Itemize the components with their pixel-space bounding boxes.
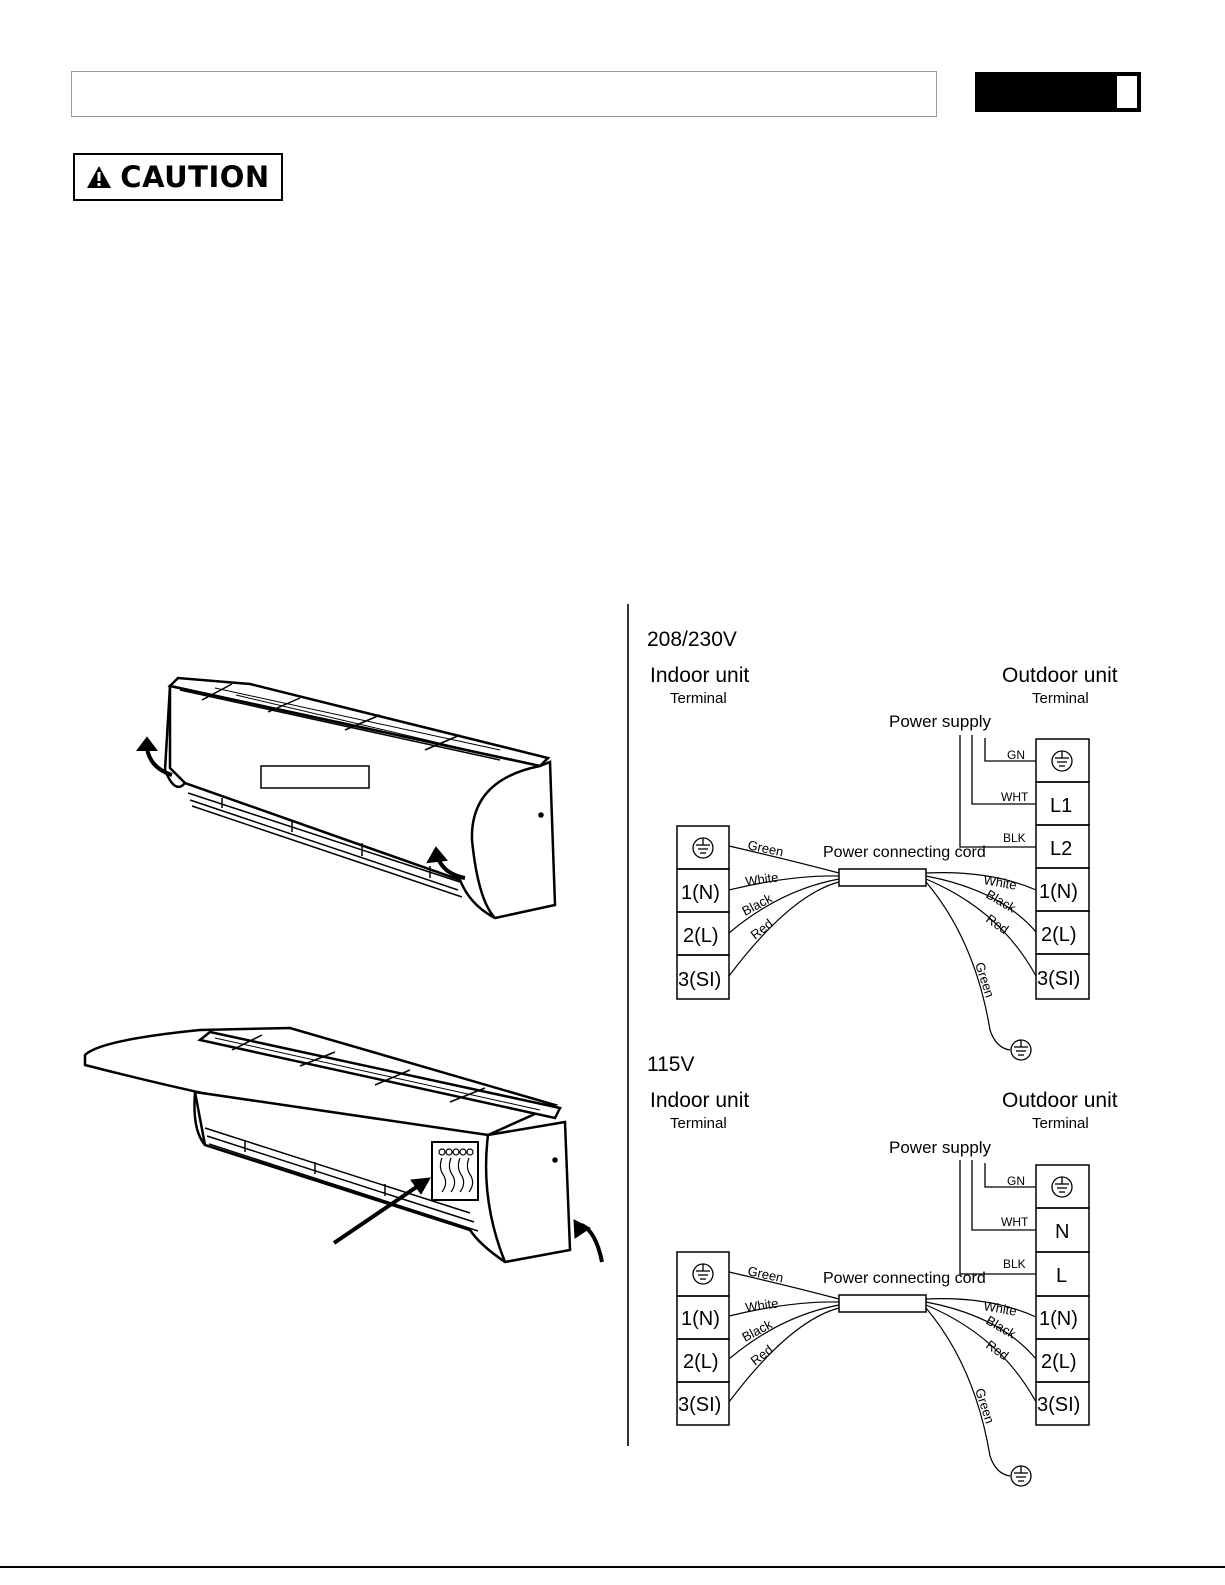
supply-wire-label: BLK	[1003, 1257, 1026, 1271]
power-supply-label: Power supply	[889, 712, 992, 731]
ground-symbol-icon	[1051, 750, 1073, 772]
outdoor-terminal-label: 2(L)	[1041, 1351, 1077, 1373]
wire-color-label: Green	[746, 837, 784, 859]
wire-color-label: White	[982, 1298, 1017, 1319]
cord-label: Power connecting cord	[823, 1270, 986, 1287]
terminal-block-icon	[438, 1148, 474, 1193]
outdoor-terminal-label: 3(SI)	[1037, 968, 1080, 990]
tab-notch	[1117, 76, 1137, 108]
supply-terminal-label: N	[1055, 1221, 1069, 1243]
wiring-diagram-115v: 115V Indoor unit Terminal Outdoor unit T…	[647, 1053, 1118, 1487]
indoor-unit-title: Indoor unit	[650, 664, 749, 687]
indoor-unit-illustration-closed	[163, 676, 557, 920]
outdoor-terminal-label: 1(N)	[1039, 881, 1078, 903]
wire-color-label: White	[982, 872, 1017, 893]
ground-symbol-icon	[1051, 1176, 1073, 1198]
indoor-terminal-label: Terminal	[670, 1115, 727, 1132]
indoor-terminal-label: 2(L)	[683, 925, 719, 947]
ground-symbol-icon	[692, 1263, 714, 1285]
wire-color-label: Green	[746, 1263, 784, 1285]
indoor-ground-terminal	[676, 825, 730, 870]
outdoor-terminal-label: Terminal	[1032, 690, 1089, 707]
wire-color-label: Red	[983, 911, 1011, 937]
caution-label: CAUTION	[73, 153, 283, 201]
wire-color-label: Red	[748, 916, 776, 943]
indoor-terminal-label: 1(N)	[681, 1308, 720, 1330]
open-arrow-icon	[573, 1219, 604, 1263]
caution-text: CAUTION	[120, 160, 270, 194]
indoor-ground-terminal	[676, 1251, 730, 1297]
ground-symbol-icon	[1010, 1465, 1032, 1487]
outdoor-terminal-label: 3(SI)	[1037, 1394, 1080, 1416]
outdoor-unit-title: Outdoor unit	[1002, 664, 1118, 687]
voltage-label: 115V	[647, 1053, 695, 1076]
indoor-terminal-label: 2(L)	[683, 1351, 719, 1373]
supply-terminal-label: L1	[1050, 795, 1072, 817]
power-connecting-cord	[838, 868, 927, 887]
open-arrow-icon	[136, 736, 466, 880]
wire-color-label: Red	[748, 1342, 776, 1369]
supply-terminal-label: L	[1056, 1265, 1067, 1287]
indoor-terminal-3si	[676, 1381, 730, 1426]
indoor-terminal-label: 1(N)	[681, 882, 720, 904]
outdoor-ground-terminal	[1035, 1164, 1090, 1209]
supply-terminal-label: L2	[1050, 838, 1072, 860]
indoor-terminal-label: Terminal	[670, 690, 727, 707]
outdoor-terminal-3si	[1035, 953, 1090, 1000]
ground-symbol-icon	[692, 837, 714, 859]
wire-color-label: Green	[972, 960, 997, 999]
wire-color-label: Green	[972, 1386, 997, 1425]
indoor-unit-illustration-open	[83, 1026, 572, 1264]
warning-triangle-icon	[87, 166, 112, 188]
power-supply-label: Power supply	[889, 1138, 992, 1157]
supply-wire-label: GN	[1007, 1174, 1025, 1188]
wire-color-label: Black	[739, 1316, 775, 1344]
header-tab	[975, 72, 1141, 112]
ground-symbol-icon	[1010, 1039, 1032, 1061]
supply-wire-label: GN	[1007, 748, 1025, 762]
wire-color-label: Black	[739, 890, 775, 918]
outdoor-terminal-label: 2(L)	[1041, 924, 1077, 946]
voltage-label: 208/230V	[647, 628, 737, 651]
indoor-terminal-label: 3(SI)	[678, 1394, 721, 1416]
wire-color-label: White	[744, 869, 779, 888]
power-connecting-cord	[838, 1294, 927, 1313]
outdoor-unit-title: Outdoor unit	[1002, 1089, 1118, 1112]
outdoor-terminal-label: Terminal	[1032, 1115, 1089, 1132]
wire-color-label: White	[744, 1295, 779, 1314]
indoor-unit-title: Indoor unit	[650, 1089, 749, 1112]
supply-wire-label: BLK	[1003, 831, 1026, 845]
header-bar	[71, 71, 937, 117]
supply-wire-label: WHT	[1001, 1215, 1029, 1229]
indoor-terminal-3si	[676, 954, 730, 1000]
outdoor-terminal-3si	[1035, 1381, 1090, 1426]
supply-wire-label: WHT	[1001, 790, 1029, 804]
indoor-terminal-label: 3(SI)	[678, 969, 721, 991]
cord-label: Power connecting cord	[823, 844, 986, 861]
wiring-diagram-208-230v: 208/230V Indoor unit Terminal Outdoor un…	[647, 628, 1118, 1061]
column-divider	[627, 604, 629, 1446]
outdoor-terminal-label: 1(N)	[1039, 1308, 1078, 1330]
wire-color-label: Red	[983, 1337, 1011, 1363]
outdoor-ground-terminal	[1035, 738, 1090, 783]
pointer-arrow-icon	[332, 1177, 431, 1245]
